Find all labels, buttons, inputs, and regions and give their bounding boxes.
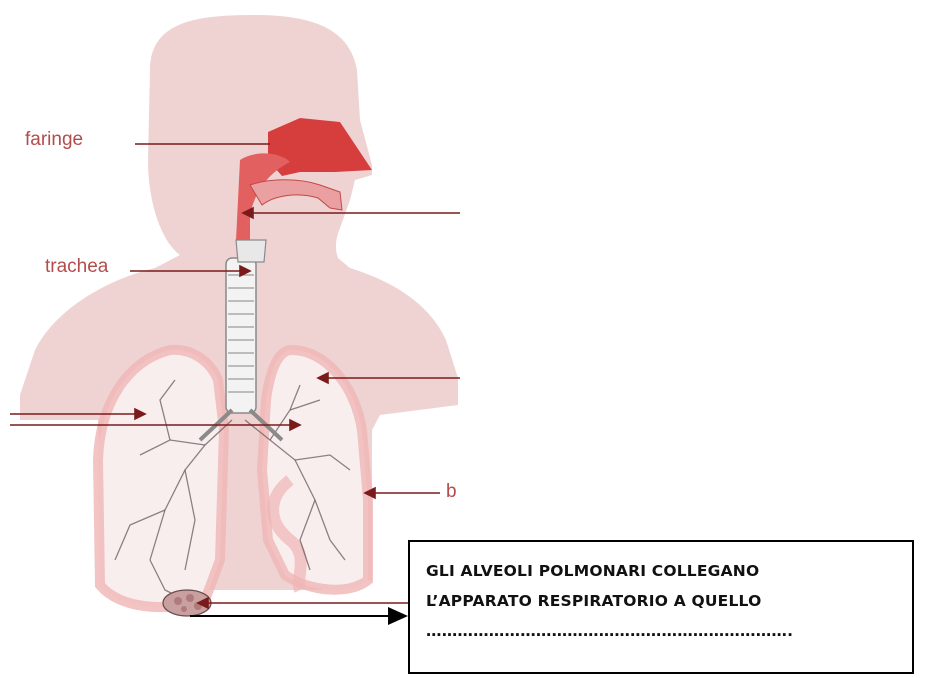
label-trachea: trachea [45,257,108,276]
caption-answer-blank: ……………………………………………………………. [426,616,912,646]
caption-line-2: L’APPARATO RESPIRATORIO A QUELLO [426,586,912,616]
right-lung [262,350,368,590]
label-faringe: faringe [25,130,83,149]
pointer-alveoli [198,598,408,608]
label-b: b [446,482,457,501]
pointer-b [365,488,440,498]
alveoli-to-caption-arrow [190,607,408,625]
left-lung [98,350,224,607]
caption-line-1: GLI ALVEOLI POLMONARI COLLEGANO [426,556,912,586]
caption-box: GLI ALVEOLI POLMONARI COLLEGANO L’APPARA… [408,540,914,674]
